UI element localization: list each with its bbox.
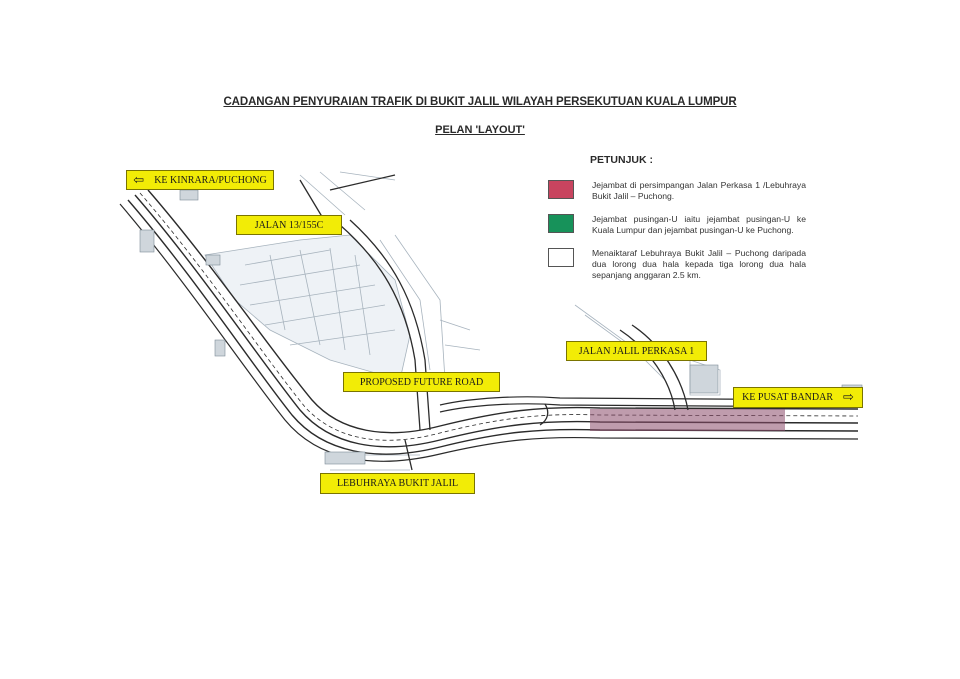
legend-swatch-green (548, 214, 574, 233)
label-ke-pusat-bandar: KE PUSAT BANDAR ⇨ (733, 387, 863, 408)
left-arrow-icon: ⇦ (133, 172, 145, 188)
label-ke-pusat-text: KE PUSAT BANDAR (742, 392, 834, 403)
estate-area (204, 171, 721, 471)
legend-item-upgrade: Menaiktaraf Lebuhraya Bukit Jalil – Puch… (548, 248, 806, 281)
label-jalan-13: JALAN 13/155C (236, 215, 342, 235)
legend-text-1: Jejambat di persimpangan Jalan Perkasa 1… (592, 180, 806, 201)
map-subtitle: PELAN 'LAYOUT' (435, 124, 525, 136)
connecting-roads (299, 174, 689, 471)
label-ke-kinrara: ⇦ KE KINRARA/PUCHONG (126, 170, 274, 190)
legend-text-3: Menaiktaraf Lebuhraya Bukit Jalil – Puch… (592, 248, 806, 280)
label-lebuhraya-bukit-jalil: LEBUHRAYA BUKIT JALIL (320, 473, 475, 494)
legend-heading: PETUNJUK : (590, 154, 654, 166)
flyover-highlight (590, 409, 785, 431)
map-title: CADANGAN PENYURAIAN TRAFIK DI BUKIT JALI… (223, 96, 737, 108)
map-details (139, 189, 863, 465)
legend-text-2: Jejambat pusingan-U iaitu jejambat pusin… (592, 214, 806, 235)
legend-item-flyover-intersection: Jejambat di persimpangan Jalan Perkasa 1… (548, 180, 806, 202)
label-jalan-jalil-perkasa: JALAN JALIL PERKASA 1 (566, 341, 707, 361)
frontage-road (439, 396, 859, 413)
legend-item-uturn-flyover: Jejambat pusingan-U iaitu jejambat pusin… (548, 214, 806, 236)
legend-swatch-white (548, 248, 574, 267)
legend-swatch-red (548, 180, 574, 199)
label-ke-kinrara-text: KE KINRARA/PUCHONG (154, 174, 267, 186)
right-arrow-icon: ⇨ (843, 390, 854, 405)
label-proposed-future-road: PROPOSED FUTURE ROAD (343, 372, 500, 392)
